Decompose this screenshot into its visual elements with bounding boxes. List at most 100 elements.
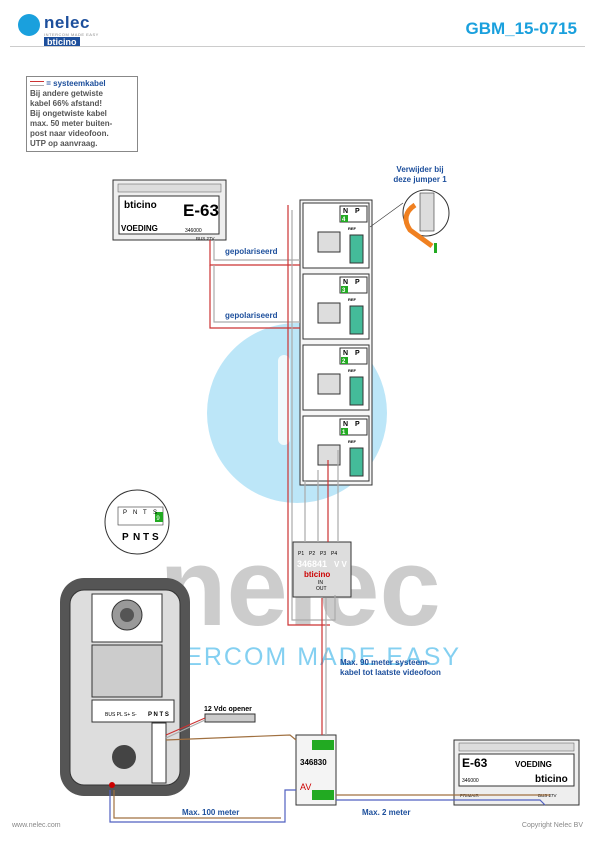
psu-top: bticino E-63 VOEDING 346000 BUS 27V [112,179,227,241]
videophone-terminal [349,376,364,406]
document-id: GBM_15-0715 [465,19,577,38]
videophone-number: 4 [342,217,346,223]
videophone-p-label: P [355,421,360,428]
psu-bottom-brand: bticino [535,774,568,785]
max90-label-1: Max. 90 meter systeem- [340,658,430,667]
videophone-number: 1 [342,430,346,436]
opener-label: 12 Vdc opener [204,706,252,713]
videophone-screen [317,231,341,253]
svg-text:T: T [143,510,147,516]
watermark-tagline: INTERCOM MADE EASY [139,643,461,671]
footer-url: www.nelec.com [12,822,61,829]
videophone-screen [317,444,341,466]
max90-label-2: kabel tot laatste videofoon [340,668,441,677]
svg-text:N: N [133,532,140,543]
psu-bottom-code: 346000 [462,778,479,784]
footer-copyright: Copyright Nelec BV [521,822,583,829]
svg-text:T: T [143,532,149,543]
opener: 12 Vdc opener [204,706,256,723]
note-line: UTP op aanvraag. [30,139,98,148]
note-line: max. 50 meter buiten- [30,119,113,128]
panel-detail: 9 P N T S P N T S [104,489,170,555]
videophone-p-label: P [355,350,360,357]
videophone-p-label: P [355,279,360,286]
svg-text:P1: P1 [298,551,304,557]
videophone-n-label: N [343,208,348,215]
videophone-terminal [349,305,364,335]
videophone-number: 3 [342,288,346,294]
distributor: P1 P2 P3 P4 346841 V V bticino IN OUT [292,541,352,598]
videophone-ref: REF [348,297,357,302]
polarised-label-2: gepolariseerd [225,311,278,320]
max100-label: Max. 100 meter [182,808,239,817]
psu-top-model: E-63 [183,201,219,220]
note-line: post naar videofoon. [30,129,109,138]
polarised-label-1: gepolariseerd [225,247,278,256]
door-pnts: P N T S [148,712,169,718]
partner-logo: bticino [44,37,80,47]
svg-text:P3: P3 [320,551,326,557]
svg-text:S: S [152,532,159,543]
note-line: Bij andere getwiste [30,89,103,98]
psu-top-label: VOEDING [121,224,158,233]
distributor-brand: bticino [304,570,330,579]
videophone-screen [317,373,341,395]
svg-text:P: P [123,510,127,516]
svg-text:P: P [122,532,129,543]
note-line: kabel 66% afstand! [30,99,103,108]
brand-name: nelec [44,13,90,32]
brand-tagline: INTERCOM MADE EASY [44,32,99,37]
jumper-note-2: deze jumper 1 [393,175,447,184]
nelec-logo-icon [18,14,40,36]
videophone-n-label: N [343,279,348,286]
header-divider [10,46,585,47]
videophone-ref: REF [348,226,357,231]
watermark-bar [278,355,290,445]
interface-module: 346830 AV [295,734,337,806]
svg-text:N: N [133,510,137,516]
legend-line: = systeemkabel [30,79,134,89]
psu-bottom-label: VOEDING [515,760,552,769]
distributor-vv: V V [334,560,348,569]
jumper-callout: Verwijder bij deze jumper 1 [369,165,450,253]
psu-bottom: E-63 VOEDING 346000 bticino PRIMAIR BUS … [453,739,580,806]
videophone-number: 2 [342,359,346,365]
jumper-note-1: Verwijder bij [396,165,443,174]
videophone-p-label: P [355,208,360,215]
panel-detail-value: 9 [156,516,160,522]
wires [109,205,550,823]
psu-top-code: 346000 [185,228,202,234]
legend-text: = systeemkabel [46,79,106,88]
psu-top-terminals: BUS 27V [196,236,215,241]
door-terminals: BUS PL S+ S- [105,712,137,718]
interface-code: 346830 [300,758,327,767]
psu-bottom-model: E-63 [462,756,488,770]
max2-label: Max. 2 meter [362,808,410,817]
svg-text:IN: IN [318,580,323,586]
psu-top-brand: bticino [124,200,157,211]
videophone-terminal [349,447,364,477]
videophone-n-label: N [343,350,348,357]
videophone-screen [317,302,341,324]
door-station: BUS PL S+ S- P N T S [60,578,190,796]
videophone-ref: REF [348,439,357,444]
svg-text:P2: P2 [309,551,315,557]
videophone-n-label: N [343,421,348,428]
videophone-terminal [349,234,364,264]
jumper-pin [434,243,437,253]
jumper-arrow [403,202,434,249]
svg-text:P4: P4 [331,551,337,557]
distributor-code: 346841 [297,559,327,569]
svg-text:S: S [153,510,157,516]
interface-av: AV [300,782,311,792]
videophone-ref: REF [348,368,357,373]
note-line: Bij ongetwiste kabel [30,109,107,118]
svg-text:OUT: OUT [316,586,327,592]
legend-swatch [30,81,44,87]
